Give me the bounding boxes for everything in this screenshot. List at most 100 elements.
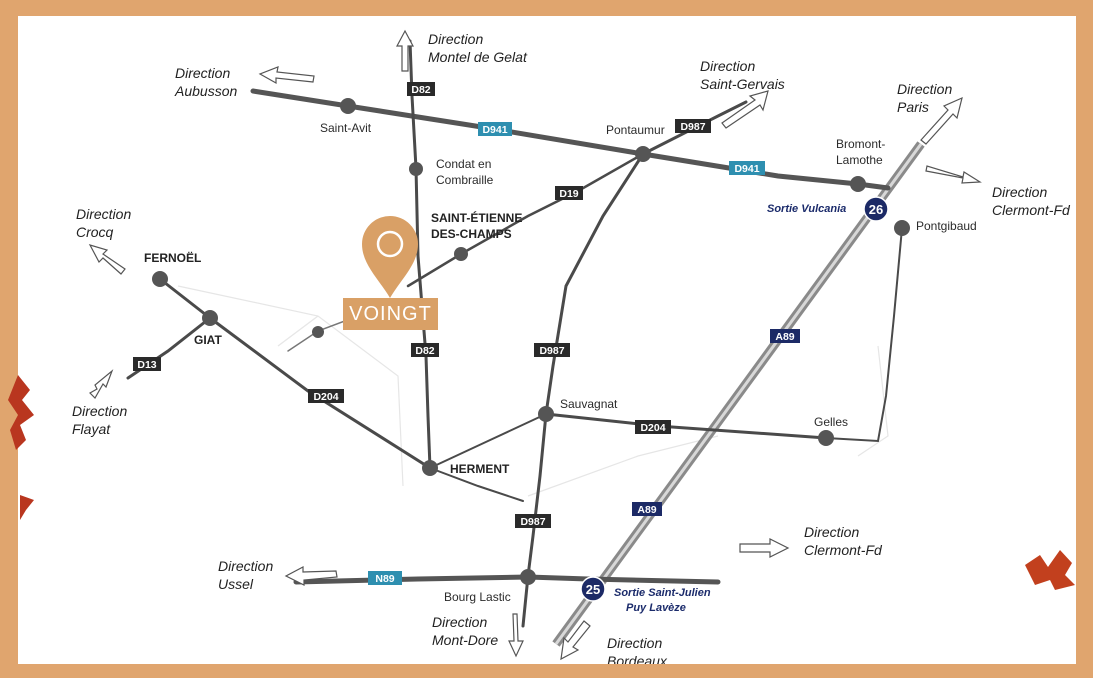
foliage-decoration-right (1025, 550, 1075, 590)
town-labels: Saint-Avit Pontaumur Bromont- Lamothe Co… (144, 121, 977, 604)
dir-crocq-2: Crocq (76, 224, 114, 240)
arrow-mont-dore (508, 613, 524, 658)
label-st-etienne-1: SAINT-ÉTIENNE (431, 210, 522, 225)
road-d204-east (544, 412, 828, 440)
road-giat-fernoel (158, 277, 212, 320)
arrow-flayat (89, 369, 114, 399)
badge-d941-right: D941 (729, 161, 765, 175)
svg-text:N89: N89 (375, 573, 394, 585)
dot-pontaumur (635, 146, 651, 162)
badge-a89-top: A89 (770, 329, 800, 343)
dir-montel-1: Direction (428, 31, 483, 47)
location-pin-icon (362, 216, 418, 298)
arrow-st-gervais (721, 90, 769, 129)
dir-clermont-s-2: Clermont-Fd (804, 542, 883, 558)
road-d19 (406, 152, 645, 288)
dir-montel-2: Montel de Gelat (428, 49, 528, 65)
label-bromont-1: Bromont- (836, 137, 885, 151)
label-bourg-lastic: Bourg Lastic (444, 590, 511, 604)
dir-bordeaux-2: Bordeaux (607, 653, 668, 664)
label-sauvagnat: Sauvagnat (560, 397, 618, 411)
dir-paris-2: Paris (897, 99, 929, 115)
road-d987-north (641, 100, 748, 156)
badge-d941-left: D941 (478, 122, 512, 136)
badge-d19: D19 (555, 186, 583, 200)
background-traces (177, 285, 889, 497)
dir-st-gervais-2: Saint-Gervais (700, 76, 785, 92)
svg-text:D82: D82 (411, 84, 430, 96)
road-herment-se (429, 467, 524, 502)
dir-flayat-1: Direction (72, 403, 127, 419)
svg-text:A89: A89 (775, 331, 794, 343)
label-condat-1: Condat en (436, 157, 491, 171)
dir-mont-dore-1: Direction (432, 614, 487, 630)
svg-text:25: 25 (586, 582, 600, 597)
label-herment: HERMENT (450, 462, 510, 476)
label-saint-avit: Saint-Avit (320, 121, 372, 135)
svg-text:D941: D941 (734, 163, 759, 175)
road-pontgibaud (825, 227, 903, 443)
arrow-crocq (88, 244, 126, 275)
dir-ussel-2: Ussel (218, 576, 254, 592)
badge-d82-top: D82 (407, 82, 435, 96)
badge-d987-low: D987 (515, 514, 551, 528)
svg-text:D82: D82 (415, 345, 434, 357)
svg-text:D987: D987 (680, 121, 705, 133)
badge-d82-mid: D82 (411, 343, 439, 357)
badge-n89: N89 (368, 571, 402, 585)
road-badges: D82 D941 D987 D941 D19 D82 D987 D13 D204… (133, 82, 800, 585)
svg-text:Puy Lavèze: Puy Lavèze (626, 602, 686, 614)
dir-crocq-1: Direction (76, 206, 131, 222)
motorway-a89 (552, 141, 925, 647)
dot-condat (409, 162, 423, 176)
arrow-paris (920, 96, 963, 145)
dir-st-gervais-1: Direction (700, 58, 755, 74)
badge-d987-mid: D987 (534, 343, 570, 357)
dir-mont-dore-2: Mont-Dore (432, 632, 498, 648)
arrow-bordeaux (560, 620, 591, 661)
exit-26: 26 Sortie Vulcania (767, 196, 889, 222)
road-map: D82 D941 D987 D941 D19 D82 D987 D13 D204… (72, 29, 1071, 664)
svg-text:D987: D987 (539, 345, 564, 357)
dot-bromont (850, 176, 866, 192)
dir-clermont-n-1: Direction (992, 184, 1047, 200)
dot-herment (422, 460, 438, 476)
badge-d204-left: D204 (308, 389, 344, 403)
badge-d13: D13 (133, 357, 161, 371)
badge-d987-top: D987 (675, 119, 711, 133)
badge-d204-right: D204 (635, 420, 671, 434)
map-frame: D82 D941 D987 D941 D19 D82 D987 D13 D204… (18, 16, 1076, 664)
dir-ussel-1: Direction (218, 558, 273, 574)
label-st-etienne-2: DES-CHAMPS (431, 227, 512, 241)
label-giat: GIAT (194, 333, 222, 347)
dir-clermont-s-1: Direction (804, 524, 859, 540)
direction-arrows (88, 29, 982, 661)
dir-clermont-n-2: Clermont-Fd (992, 202, 1071, 218)
svg-text:D941: D941 (482, 124, 507, 136)
label-fernoel: FERNOËL (144, 250, 201, 265)
label-gelles: Gelles (814, 415, 848, 429)
svg-text:D13: D13 (137, 359, 156, 371)
road-n89 (293, 574, 721, 585)
dot-voingt (312, 326, 324, 338)
arrow-ussel (284, 566, 338, 586)
motorway-exits: 26 Sortie Vulcania 25 Sortie Saint-Julie… (580, 196, 889, 614)
dir-aubusson-2: Aubusson (174, 83, 237, 99)
svg-text:D19: D19 (559, 188, 578, 200)
dot-st-etienne (454, 247, 468, 261)
dot-fernoel (152, 271, 168, 287)
dir-aubusson-1: Direction (175, 65, 230, 81)
destination-label: VOINGT (343, 298, 438, 330)
town-dots (152, 98, 910, 585)
dir-flayat-2: Flayat (72, 421, 111, 437)
arrow-aubusson (258, 66, 315, 85)
svg-text:D204: D204 (313, 391, 338, 403)
svg-text:D987: D987 (520, 516, 545, 528)
foliage-decoration-left (8, 375, 34, 520)
svg-text:D204: D204 (640, 422, 665, 434)
dot-giat (202, 310, 218, 326)
dir-bordeaux-1: Direction (607, 635, 662, 651)
direction-labels: Direction Montel de Gelat Direction Aubu… (72, 31, 1071, 664)
dot-bourg-lastic (520, 569, 536, 585)
arrow-montel (396, 29, 414, 72)
